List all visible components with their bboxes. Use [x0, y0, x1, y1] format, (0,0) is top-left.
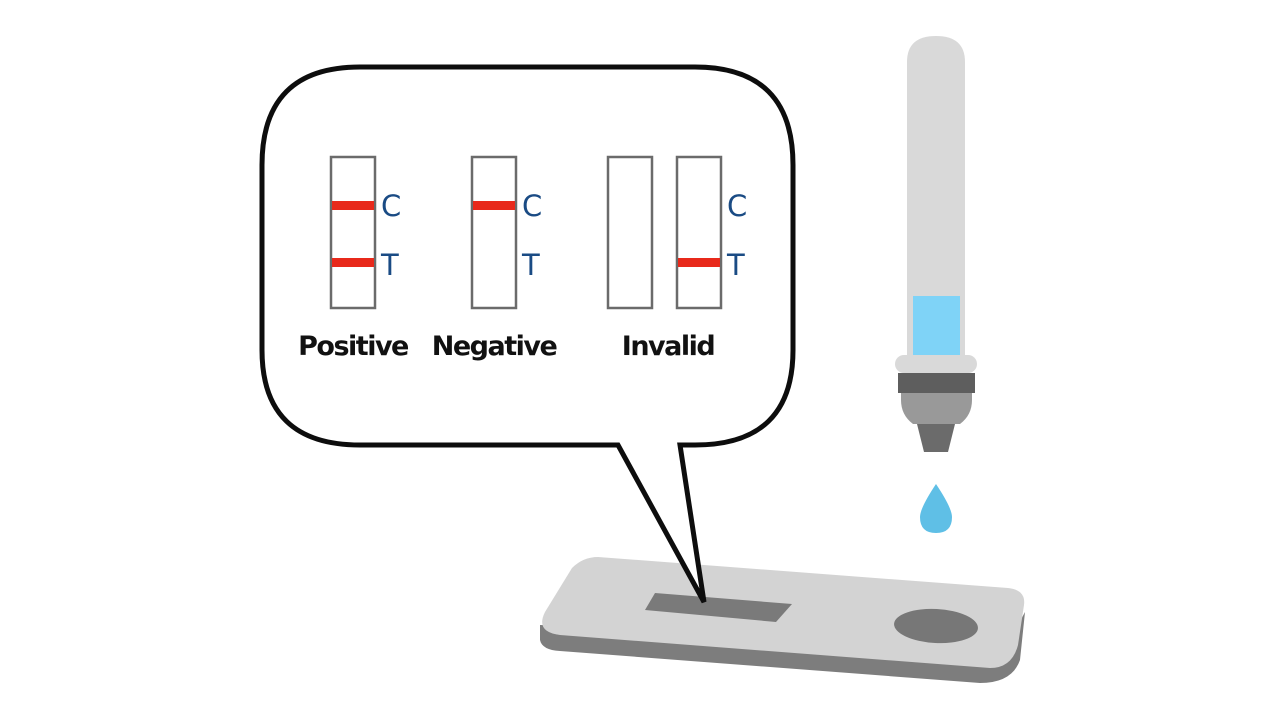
result-labels: Positive Negative Invalid: [298, 331, 716, 362]
result-window: [645, 593, 792, 622]
control-line-0: [332, 201, 374, 210]
test-strip-2: [606, 155, 654, 310]
test-line-3: [678, 258, 720, 267]
test-strip-3: [675, 155, 723, 310]
result-label-invalid: Invalid: [622, 331, 715, 362]
dropper-bulb: [907, 36, 965, 365]
control-letter-1: C: [522, 189, 542, 223]
sample-well: [894, 608, 978, 644]
control-letter-0: C: [381, 189, 401, 223]
control-letter-3: C: [727, 189, 747, 223]
test-letter-3: T: [726, 248, 745, 282]
speech-bubble-icon: [259, 64, 796, 604]
dropper-liquid: [913, 296, 960, 358]
test-line-0: [332, 258, 374, 267]
test-letter-0: T: [380, 248, 399, 282]
test-strip-1: [470, 155, 518, 310]
test-strip-0: [329, 155, 377, 310]
dropper-collar: [898, 373, 975, 393]
dropper-rim: [895, 355, 977, 373]
water-drop-icon: [920, 484, 952, 533]
dropper-icon: [895, 36, 977, 452]
result-label-negative: Negative: [432, 331, 557, 362]
dropper-tip: [917, 424, 955, 452]
test-letter-1: T: [521, 248, 540, 282]
control-line-1: [473, 201, 515, 210]
dropper-neck: [901, 393, 972, 424]
result-label-positive: Positive: [298, 331, 408, 362]
test-cassette-icon: [540, 557, 1025, 683]
